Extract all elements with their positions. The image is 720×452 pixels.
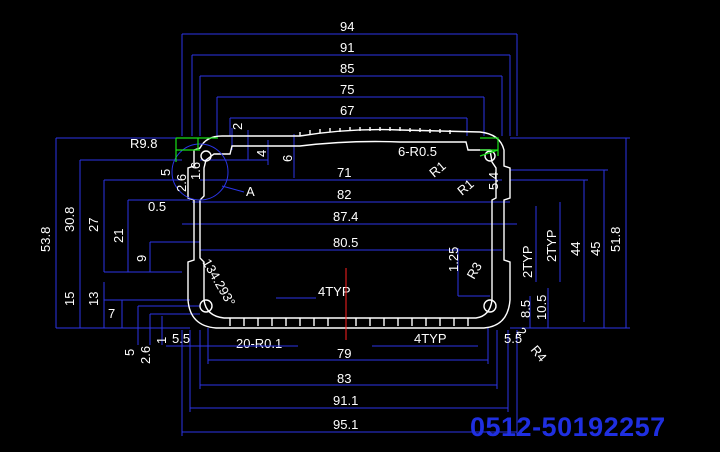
dim-10-5: 10.5 — [534, 295, 549, 320]
dim-bottom-5: 5 — [122, 349, 137, 356]
dim-small-5: 5 — [158, 169, 173, 176]
dim-small-2-6: 2.6 — [174, 174, 189, 192]
detail-a-label: A — [246, 184, 255, 199]
dim-71: 71 — [337, 165, 351, 180]
dim-79: 79 — [337, 346, 351, 361]
radius-r1-a: R1 — [426, 158, 448, 180]
dim-80-5: 80.5 — [333, 235, 358, 250]
detail-a: 5 2.6 1.6 — [158, 137, 499, 201]
middle-dimensions: 71 82 87.4 80.5 A 0.5 — [148, 165, 517, 251]
dim-94: 94 — [340, 19, 354, 34]
dim-21: 21 — [111, 229, 126, 243]
dim-4typ-top: 4TYP — [318, 284, 351, 299]
radius-9-8: R9.8 — [130, 136, 157, 151]
dim-bottom-2-6: 2.6 — [138, 346, 153, 364]
dim-bottom-1: 1 — [154, 337, 169, 344]
dim-15: 15 — [62, 292, 77, 306]
bottom-left-details: 5 2.6 1 5.5 20-R0.1 — [122, 305, 298, 364]
dim-4: 4 — [254, 150, 269, 157]
radius-6-r05: 6-R0.5 — [398, 144, 437, 159]
dim-5-5-right: 5.5 — [504, 331, 522, 346]
dim-1-25: 1.25 — [446, 247, 461, 272]
dim-87-4: 87.4 — [333, 209, 358, 224]
dim-67: 67 — [340, 103, 354, 118]
dim-82: 82 — [337, 187, 351, 202]
dim-r4: R4 — [528, 342, 550, 364]
radius-r1-b: R1 — [454, 176, 476, 198]
dim-51-8: 51.8 — [608, 227, 623, 252]
dim-83: 83 — [337, 371, 351, 386]
right-dimensions: 51.8 45 44 2TYP 2TYP 10.5 8.5 R4 2 5.4 R… — [426, 137, 630, 365]
left-dimensions: 53.8 30.8 27 21 9 15 13 7 — [38, 137, 200, 329]
dim-2typ-b: 2TYP — [544, 229, 559, 262]
dim-5-4: 5.4 — [486, 172, 501, 190]
dim-13: 13 — [86, 292, 101, 306]
dim-6: 6 — [280, 155, 295, 162]
dim-53-8: 53.8 — [38, 227, 53, 252]
top-left-details: 2 4 6 R9.8 6-R0.5 — [130, 123, 437, 178]
dim-9: 9 — [134, 255, 149, 262]
dim-85: 85 — [340, 61, 354, 76]
dim-75: 75 — [340, 82, 354, 97]
top-dimensions: 94 91 85 75 67 — [181, 19, 518, 136]
dim-8-5: 8.5 — [518, 300, 533, 318]
dim-44: 44 — [568, 242, 583, 256]
dim-0-5: 0.5 — [148, 199, 166, 214]
dim-27: 27 — [86, 218, 101, 232]
dim-small-1-6: 1.6 — [188, 162, 203, 180]
dim-91-1: 91.1 — [333, 393, 358, 408]
dim-2typ-a: 2TYP — [520, 245, 535, 278]
dim-30-8: 30.8 — [62, 207, 77, 232]
arc-angle-134: 134.293° — [199, 256, 238, 309]
dim-2: 2 — [230, 123, 245, 130]
radius-r3: R3 — [464, 260, 485, 282]
enclosure-profile: 4TYP 134.293° — [187, 127, 511, 329]
dim-4typ-bottom: 4TYP — [414, 331, 447, 346]
dim-91: 91 — [340, 40, 354, 55]
dim-7: 7 — [108, 306, 115, 321]
dim-45: 45 — [588, 242, 603, 256]
dim-5-5-left: 5.5 — [172, 331, 190, 346]
dim-20-r0-1: 20-R0.1 — [236, 336, 282, 351]
phone-number: 0512-50192257 — [470, 412, 666, 442]
bottom-dimensions: 79 83 91.1 95.1 4TYP 5.5 — [181, 328, 522, 436]
dim-95-1: 95.1 — [333, 417, 358, 432]
